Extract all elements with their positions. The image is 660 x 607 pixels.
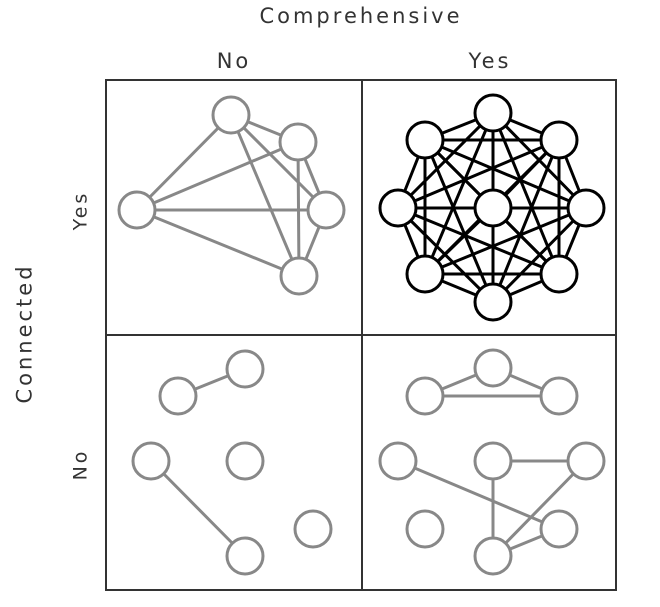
- node-group: [117, 95, 346, 296]
- edge: [296, 140, 301, 278]
- column-header-yes: Yes: [468, 49, 512, 73]
- edge: [135, 140, 300, 212]
- quadrant-connected-not-comprehensive: [117, 95, 346, 296]
- node: [211, 95, 251, 135]
- node: [473, 441, 513, 481]
- edge: [135, 113, 233, 212]
- node-group: [378, 93, 606, 322]
- diagram-title: Comprehensive: [259, 4, 463, 28]
- node: [566, 441, 606, 481]
- edge: [423, 138, 495, 304]
- node: [566, 188, 606, 228]
- node: [405, 120, 445, 160]
- node: [225, 349, 265, 389]
- node: [293, 509, 333, 549]
- edge: [229, 113, 301, 278]
- node: [539, 509, 579, 549]
- node: [473, 188, 513, 228]
- node: [473, 282, 513, 322]
- node-group: [131, 349, 333, 576]
- quadrant-not-connected-not-comprehensive: [131, 349, 333, 576]
- node: [131, 441, 171, 481]
- node-group: [378, 348, 606, 576]
- node: [378, 441, 418, 481]
- node: [158, 376, 198, 416]
- edge: [149, 459, 247, 558]
- quadrant-grid: [105, 79, 617, 591]
- quadrant-comprehensive-not-connected: [378, 348, 606, 576]
- node: [405, 509, 445, 549]
- node: [405, 376, 445, 416]
- node: [473, 536, 513, 576]
- node: [378, 188, 418, 228]
- node: [405, 254, 445, 294]
- node: [225, 441, 265, 481]
- node: [279, 256, 319, 296]
- quadrant-connected-and-comprehensive: [378, 93, 606, 322]
- node: [539, 376, 579, 416]
- node: [278, 122, 318, 162]
- node: [225, 536, 265, 576]
- node: [117, 190, 157, 230]
- edge: [423, 138, 588, 210]
- edge: [135, 208, 301, 278]
- node: [539, 254, 579, 294]
- node: [473, 348, 513, 388]
- edge: [229, 113, 328, 212]
- node: [473, 93, 513, 133]
- column-header-no: No: [216, 49, 252, 73]
- node: [539, 120, 579, 160]
- node: [306, 190, 346, 230]
- edge: [491, 459, 588, 558]
